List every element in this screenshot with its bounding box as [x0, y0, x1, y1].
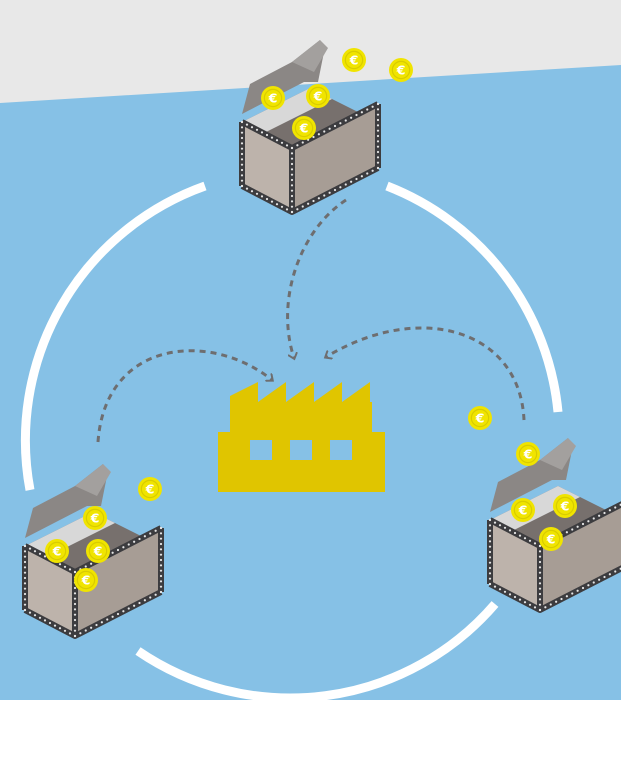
euro-coin-icon: € — [306, 84, 330, 108]
euro-coin-icon: € — [389, 58, 413, 82]
svg-text:€: € — [145, 482, 155, 497]
svg-text:€: € — [475, 411, 485, 426]
svg-text:€: € — [560, 499, 570, 514]
euro-coin-icon: € — [86, 539, 110, 563]
svg-text:€: € — [299, 121, 309, 136]
svg-text:€: € — [523, 447, 533, 462]
svg-text:€: € — [93, 544, 103, 559]
euro-coin-icon: € — [468, 406, 492, 430]
euro-coin-icon: € — [138, 477, 162, 501]
svg-text:€: € — [81, 573, 91, 588]
euro-coin-icon: € — [539, 527, 563, 551]
factory-icon — [218, 382, 385, 492]
euro-coin-icon: € — [342, 48, 366, 72]
bottom-band — [0, 700, 621, 767]
euro-coin-icon: € — [292, 116, 316, 140]
euro-coin-icon: € — [74, 568, 98, 592]
svg-text:€: € — [518, 503, 528, 518]
svg-text:€: € — [268, 91, 278, 106]
svg-text:€: € — [396, 63, 406, 78]
svg-text:€: € — [349, 53, 359, 68]
svg-text:€: € — [546, 532, 556, 547]
svg-text:€: € — [52, 544, 62, 559]
euro-coin-icon: € — [553, 494, 577, 518]
euro-coin-icon: € — [511, 498, 535, 522]
euro-coin-icon: € — [516, 442, 540, 466]
svg-text:€: € — [90, 511, 100, 526]
euro-coin-icon: € — [45, 539, 69, 563]
euro-coin-icon: € — [83, 506, 107, 530]
euro-coin-icon: € — [261, 86, 285, 110]
svg-text:€: € — [313, 89, 323, 104]
